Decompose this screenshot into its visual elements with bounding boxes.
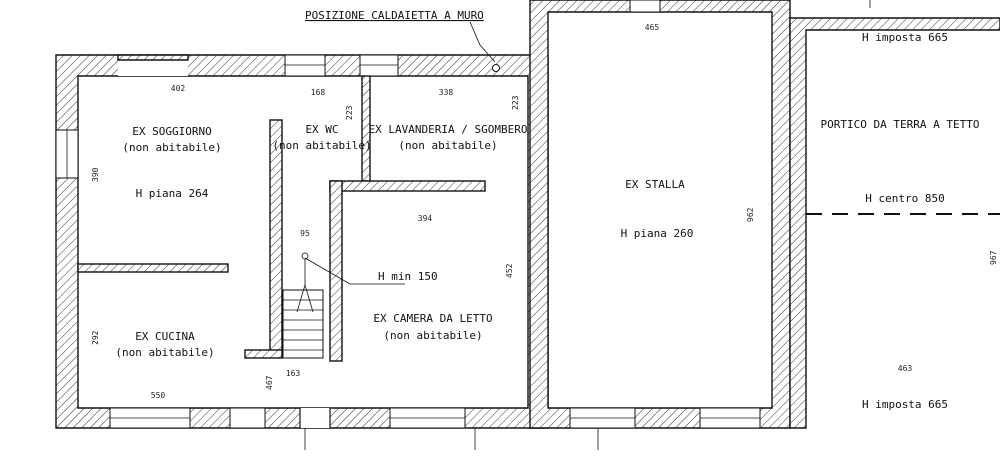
camera-sub: (non abitabile) — [383, 329, 482, 342]
lavanderia-title: EX LAVANDERIA / SGOMBERO — [369, 123, 528, 136]
soggiorno-sub: (non abitabile) — [122, 141, 221, 154]
dim-465: 465 — [645, 23, 660, 32]
interior-walls — [77, 75, 486, 362]
cucina-sub: (non abitabile) — [115, 346, 214, 359]
camera-title: EX CAMERA DA LETTO — [373, 312, 492, 325]
stalla-title: EX STALLA — [625, 178, 685, 191]
soggiorno-height: H piana 264 — [136, 187, 209, 200]
lavanderia-sub: (non abitabile) — [398, 139, 497, 152]
portico-walls — [789, 17, 1000, 429]
dim-338: 338 — [439, 88, 454, 97]
dim-163: 163 — [286, 369, 301, 378]
cucina-title: EX CUCINA — [135, 330, 195, 343]
dim-452: 452 — [505, 263, 514, 278]
left-building-walls — [55, 54, 549, 429]
portico-imposta-bottom: H imposta 665 — [862, 398, 948, 411]
dim-168: 168 — [311, 88, 326, 97]
dim-390: 390 — [91, 167, 100, 182]
soggiorno-title: EX SOGGIORNO — [132, 125, 211, 138]
portico-title: PORTICO DA TERRA A TETTO — [821, 118, 980, 131]
portico-imposta-top: H imposta 665 — [862, 31, 948, 44]
dim-292: 292 — [91, 330, 100, 345]
dim-402: 402 — [171, 84, 186, 93]
wc-title: EX WC — [305, 123, 338, 136]
portico-centro: H centro 850 — [865, 192, 944, 205]
dim-467: 467 — [265, 375, 274, 390]
dim-962: 962 — [746, 207, 755, 222]
dim-550: 550 — [151, 391, 166, 400]
dimension-ticks — [304, 0, 871, 450]
boiler-note: POSIZIONE CALDAIETTA A MURO — [305, 9, 500, 72]
dim-223b: 223 — [511, 95, 520, 110]
hmin-label: H min 150 — [378, 270, 438, 283]
dim-967: 967 — [989, 250, 998, 265]
boiler-note-label: POSIZIONE CALDAIETTA A MURO — [305, 9, 484, 22]
dim-223a: 223 — [345, 105, 354, 120]
wc-sub: (non abitabile) — [272, 139, 371, 152]
dim-95: 95 — [300, 229, 310, 238]
dim-394: 394 — [418, 214, 433, 223]
dim-463: 463 — [898, 364, 913, 373]
stalla-height: H piana 260 — [621, 227, 694, 240]
